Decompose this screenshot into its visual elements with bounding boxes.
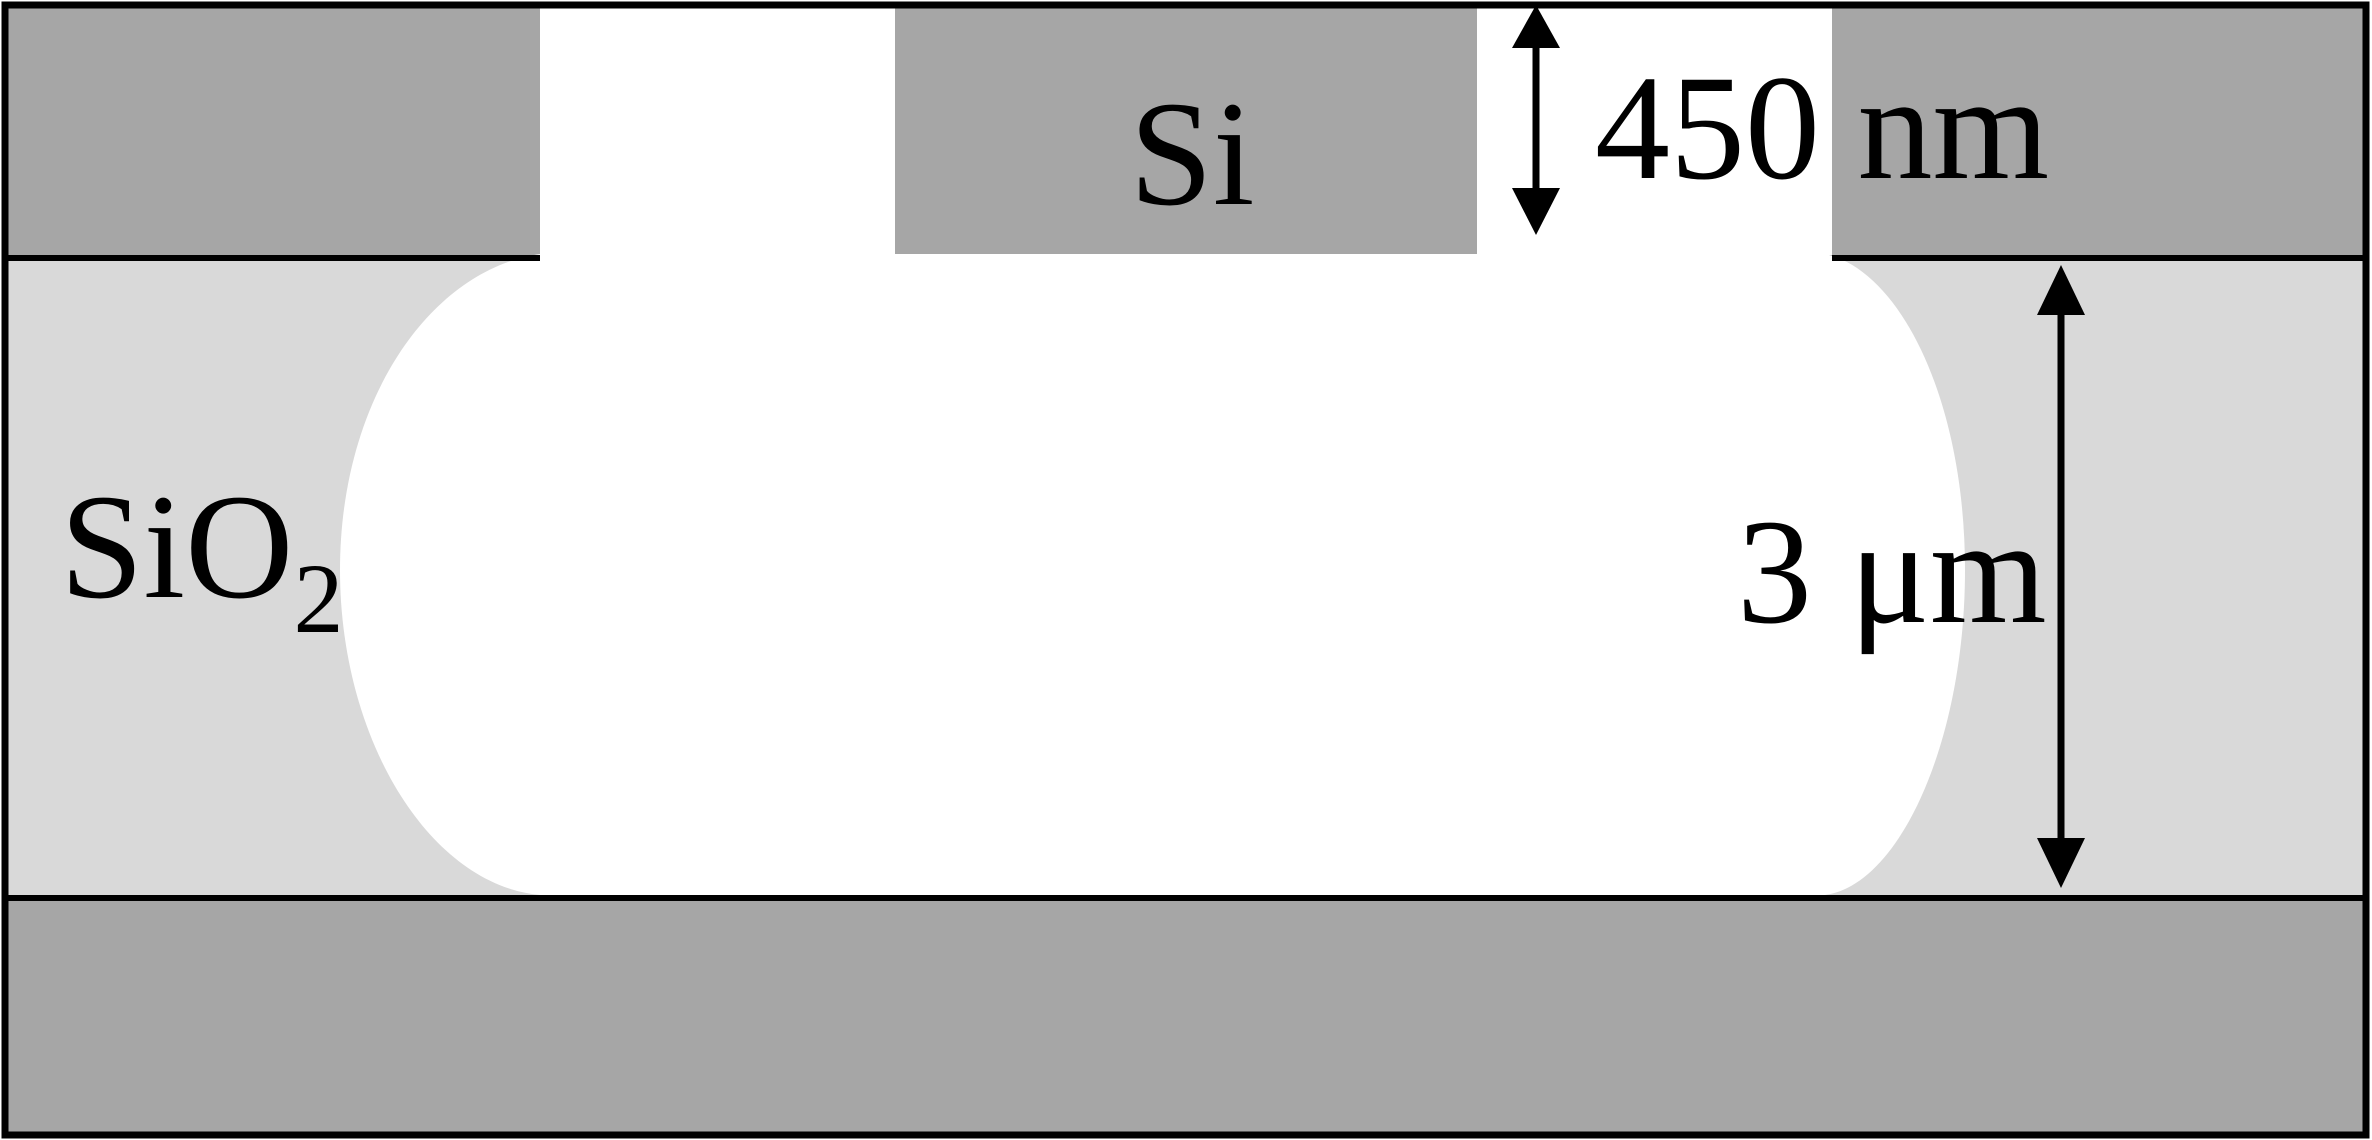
sio2-label-main: SiO bbox=[60, 464, 293, 630]
si-label: Si bbox=[1129, 71, 1254, 237]
top-thickness-label: 450 nm bbox=[1595, 45, 2049, 211]
undercut-void bbox=[340, 254, 1965, 895]
middle-thickness-label: 3 μm bbox=[1737, 489, 2047, 655]
top-thickness-arrow bbox=[1512, 5, 1560, 235]
top-gap-left bbox=[540, 5, 895, 255]
sio2-label-subscript: 2 bbox=[293, 543, 343, 654]
middle-thickness-arrow bbox=[2037, 265, 2085, 888]
top-si-layer bbox=[5, 5, 2366, 258]
bottom-si-substrate bbox=[5, 898, 2366, 1135]
sio2-label: SiO2 bbox=[60, 464, 343, 654]
